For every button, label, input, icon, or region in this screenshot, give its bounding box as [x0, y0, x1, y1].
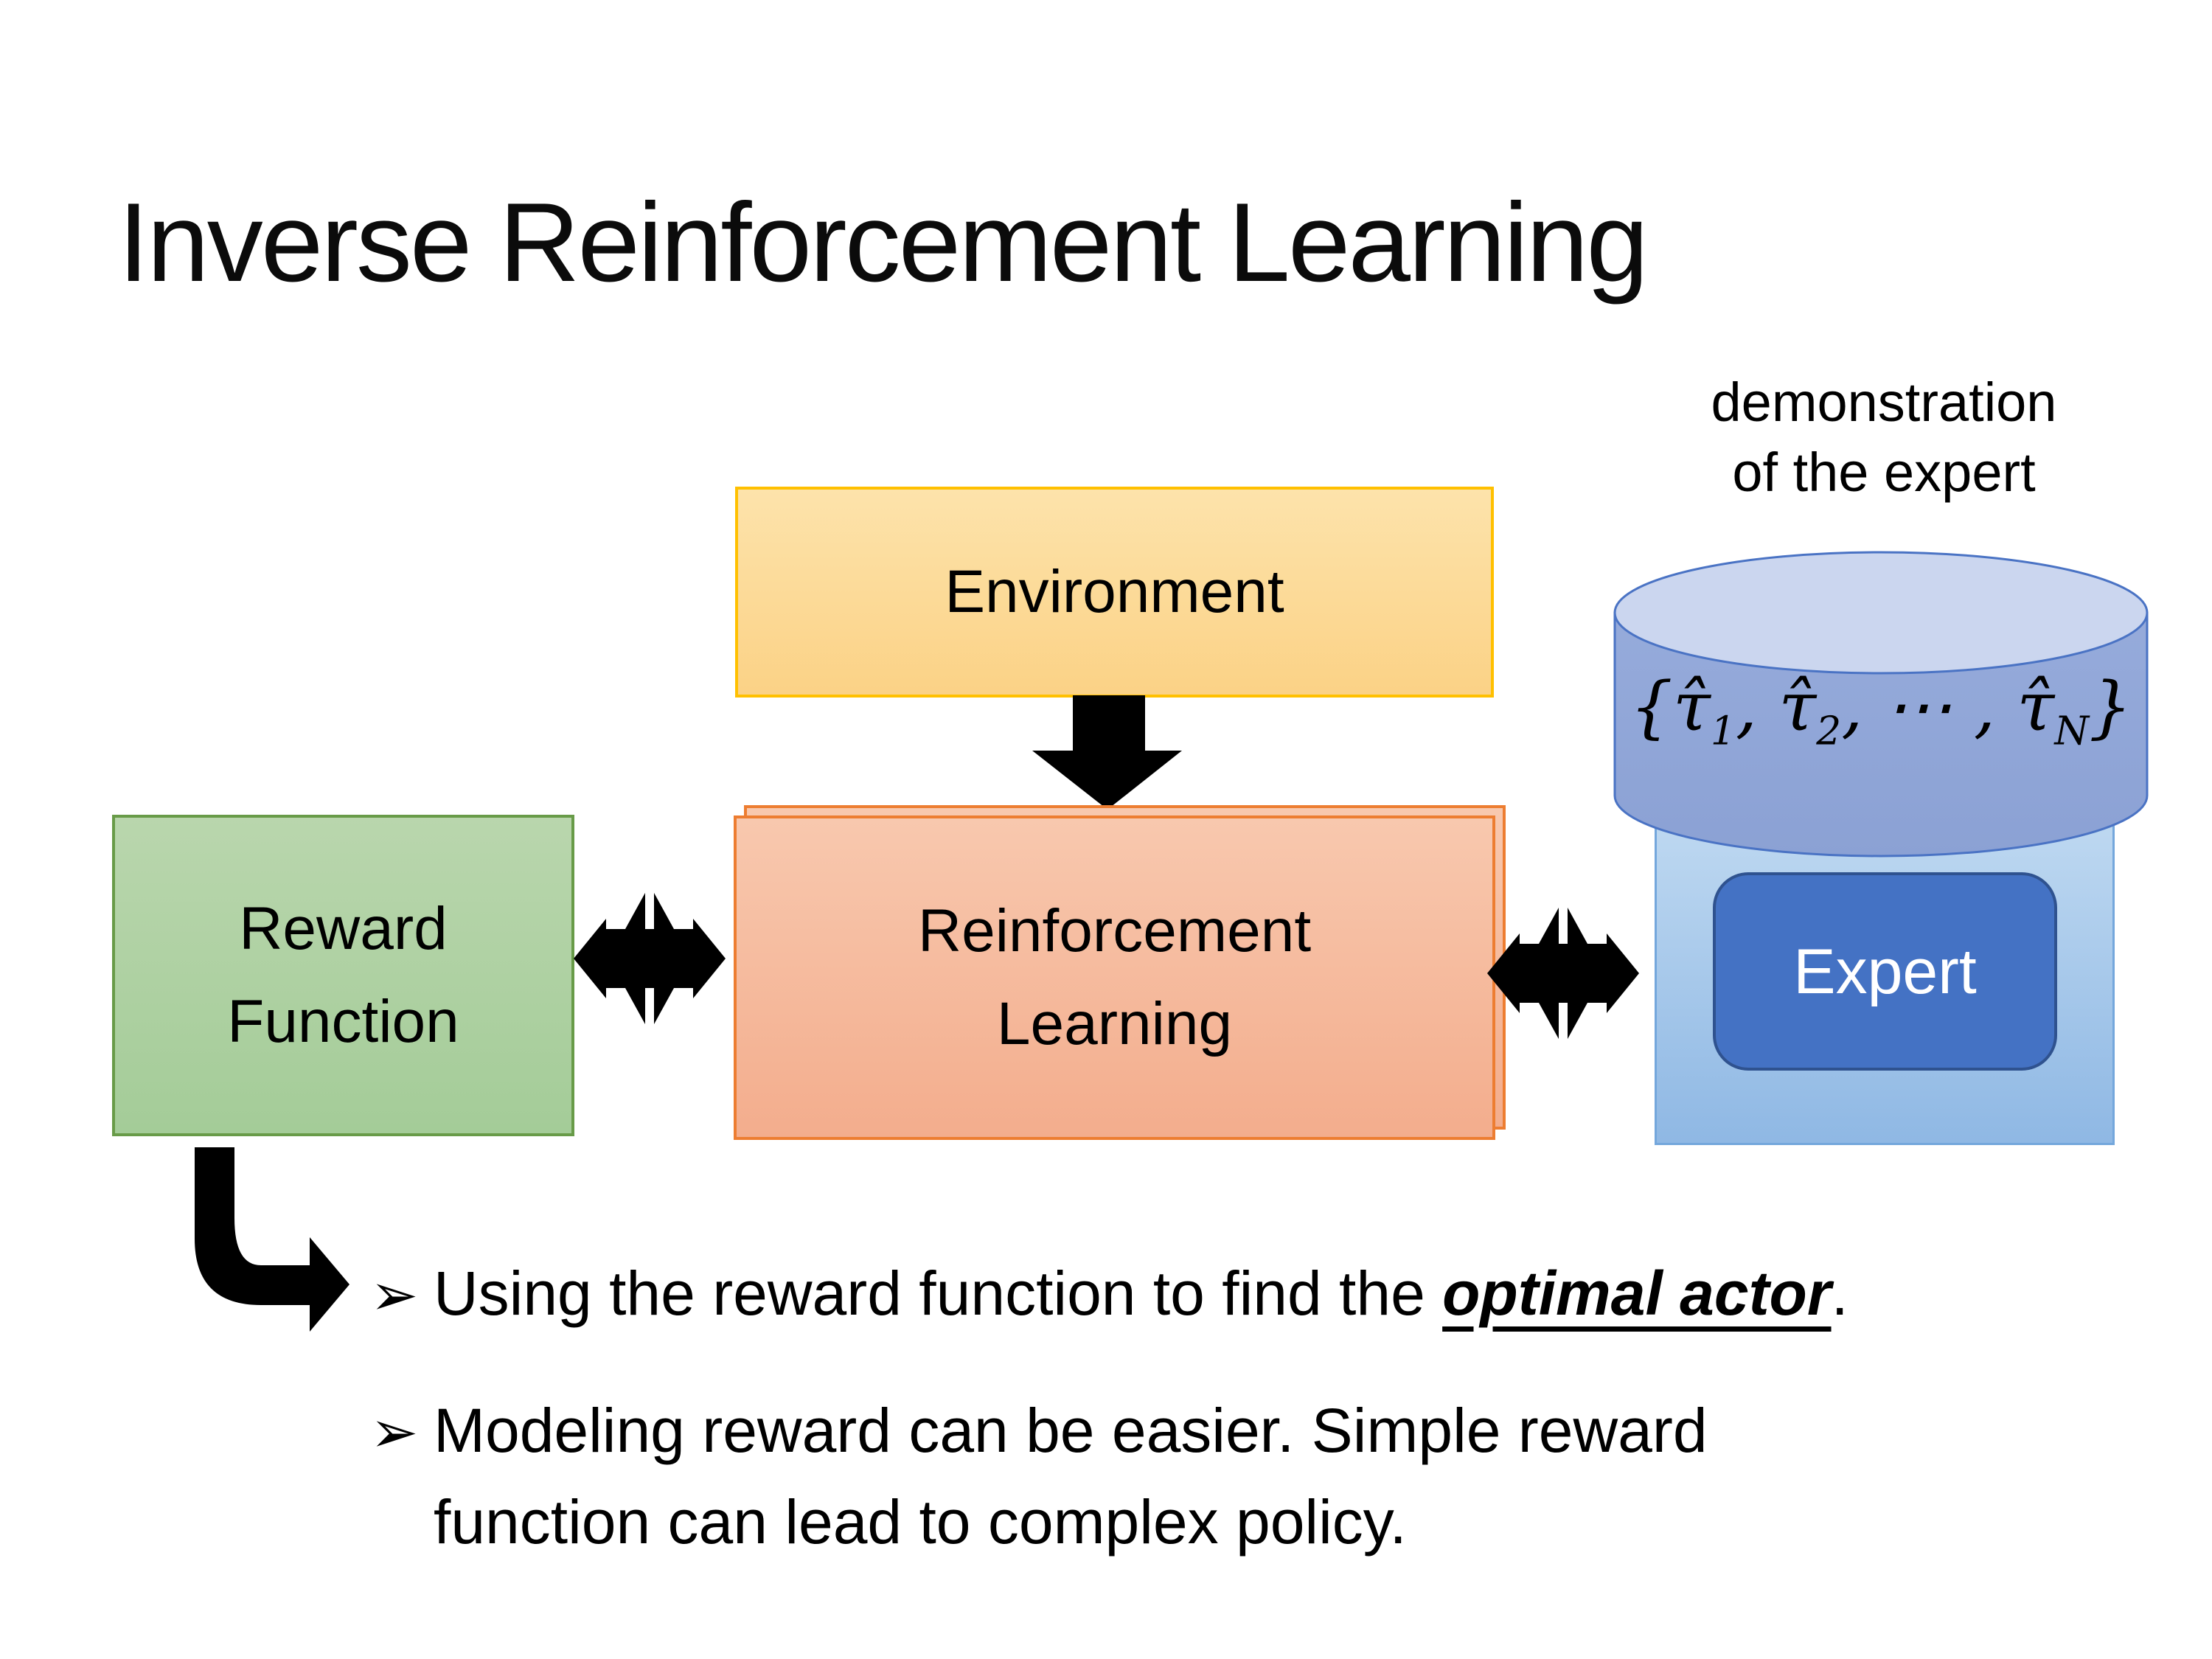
reward-function-label: Reward Function	[227, 883, 459, 1068]
traj-sub1: 1	[1710, 707, 1736, 754]
bullet-1-text: Using the reward function to find the op…	[370, 1248, 2154, 1339]
environment-box: Environment	[735, 487, 1494, 698]
reinforcement-learning-box: Reinforcement Learning	[734, 815, 1495, 1140]
bullet-1-suffix: .	[1831, 1259, 1848, 1328]
reward-rl-exchange-arrow-icon	[574, 883, 726, 1034]
expert-label: Expert	[1793, 936, 1977, 1007]
traj-open-brace: {	[1630, 667, 1673, 746]
bullet-1-emphasis: optimal actor	[1442, 1259, 1832, 1328]
bullet-arrowhead-icon: ➢	[370, 1399, 419, 1464]
rl-label-line1: Reinforcement	[917, 897, 1312, 964]
bullet-1-prefix: Using the reward function to find the	[434, 1259, 1443, 1328]
elbow-arrow-icon	[195, 1147, 349, 1332]
traj-tau2: τ̂	[1778, 667, 1817, 746]
rl-label-line2: Learning	[996, 990, 1233, 1057]
bullet-item-2: ➢ Modeling reward can be easier. Simple …	[370, 1385, 1815, 1568]
rl-expert-exchange-arrow-icon	[1487, 898, 1639, 1049]
environment-label: Environment	[945, 558, 1284, 625]
bullet-2-text: Modeling reward can be easier. Simple re…	[434, 1396, 1708, 1557]
expert-box: Expert	[1713, 872, 2057, 1071]
demonstration-caption-line2: of the expert	[1732, 442, 2036, 503]
trajectory-set-expression: {τ̂1, τ̂2, ⋯ , τ̂N}	[1612, 667, 2150, 754]
slide-title: Inverse Reinforcement Learning	[118, 180, 1649, 305]
traj-sep1: ,	[1735, 667, 1779, 746]
reward-function-box: Reward Function	[112, 815, 574, 1136]
reward-label-line1: Reward	[239, 895, 448, 962]
traj-sub3: N	[2054, 707, 2090, 754]
traj-sub2: 2	[1816, 707, 1842, 754]
demonstration-caption: demonstration of the expert	[1600, 367, 2168, 507]
demonstration-caption-line1: demonstration	[1711, 372, 2057, 433]
bullet-item-1: ➢ Using the reward function to find the …	[370, 1248, 2154, 1339]
traj-sep2: , ⋯ ,	[1841, 667, 2017, 746]
down-arrow-icon	[1032, 695, 1182, 810]
bullet-arrowhead-icon: ➢	[370, 1262, 419, 1327]
traj-tau1: τ̂	[1672, 667, 1711, 746]
traj-tau3: τ̂	[2017, 667, 2055, 746]
reward-label-line2: Function	[227, 988, 459, 1055]
traj-close-brace: }	[2089, 667, 2132, 746]
reinforcement-learning-label: Reinforcement Learning	[918, 885, 1311, 1071]
demonstration-database-cylinder	[1613, 551, 2149, 858]
